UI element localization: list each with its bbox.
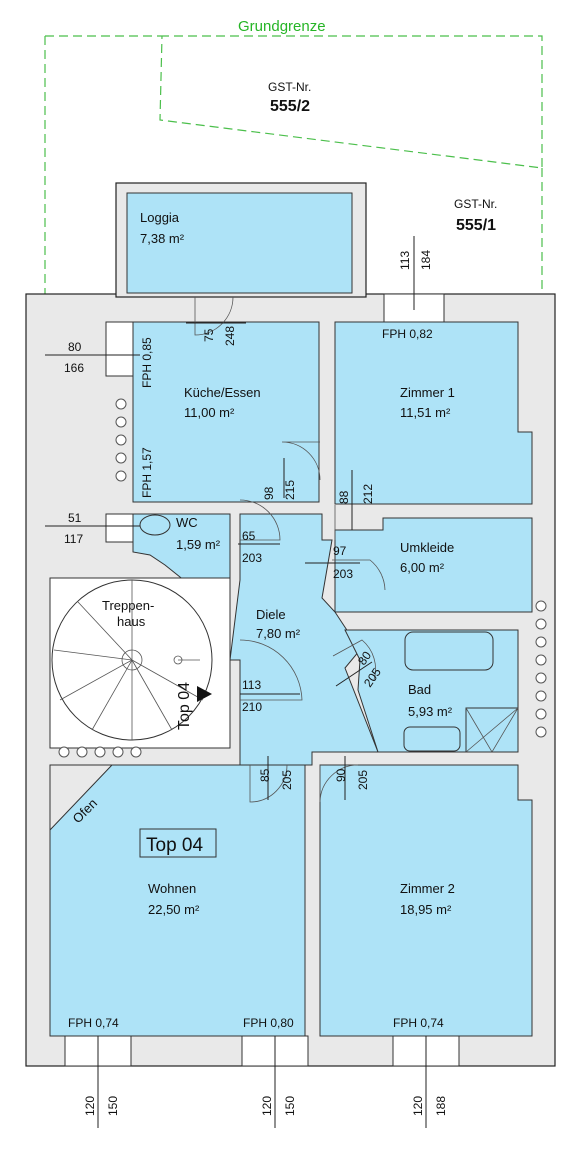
dim-wc-door-1: 65 (242, 529, 256, 543)
door-swings (194, 296, 386, 803)
parcel-prefix-2: GST-Nr. (454, 197, 497, 211)
property-boundary (44, 35, 543, 540)
sill-zimmer1: FPH 0,82 (382, 327, 433, 341)
dim-wc-door-2: 203 (242, 551, 262, 565)
dim-zimmer1-window-1: 113 (398, 251, 412, 270)
dim-wc-window-width: 51 (68, 511, 82, 525)
dim-bottom-window-2a: 120 (260, 1096, 274, 1116)
dim-loggia-door-2: 248 (223, 326, 237, 346)
wc-name: WC (176, 515, 198, 530)
room-bad (344, 629, 519, 753)
wc-area: 1,59 m² (176, 537, 221, 552)
bad-name: Bad (408, 682, 431, 697)
dim-kueche-window-height: 166 (64, 361, 84, 375)
dimension-lines (45, 236, 427, 1128)
diele-area: 7,80 m² (256, 626, 301, 641)
room-wc (132, 513, 231, 586)
sill-zimmer2: FPH 0,74 (393, 1016, 444, 1030)
zimmer2-area: 18,95 m² (400, 902, 452, 917)
dim-bottom-window-1b: 150 (106, 1096, 120, 1116)
washbasin (403, 726, 461, 752)
shower-cross (465, 707, 519, 753)
loggia-name: Loggia (140, 210, 180, 225)
dim-wohnen-door-2: 205 (280, 770, 294, 790)
chimney-column-right (535, 600, 547, 738)
unit-label: Top 04 (146, 835, 203, 856)
zimmer1-name: Zimmer 1 (400, 385, 455, 400)
room-loggia (126, 192, 353, 294)
sill-wohnen-left: FPH 0,74 (68, 1016, 119, 1030)
entry-arrow-icon (197, 686, 212, 702)
dim-bottom-window-1a: 120 (83, 1096, 97, 1116)
dim-loggia-door-1: 75 (202, 328, 216, 342)
zimmer2-name: Zimmer 2 (400, 881, 455, 896)
dim-zimmer1-window-2: 184 (419, 250, 433, 270)
room-zimmer2 (319, 764, 533, 1037)
dim-bottom-window-3b: 188 (434, 1096, 448, 1116)
room-kueche (132, 321, 320, 503)
stair-label-2: haus (117, 614, 146, 629)
stair-treads (53, 580, 204, 740)
dim-wc-window-height: 117 (64, 532, 83, 546)
loggia-area: 7,38 m² (140, 231, 185, 246)
toilet (139, 514, 171, 536)
stair-label-1: Treppen- (102, 598, 154, 613)
chimney-row-bottom (58, 746, 142, 758)
dim-umkleide-door-1: 97 (333, 544, 347, 558)
dim-entry-door-2: 210 (242, 700, 262, 714)
dim-zimmer1-door-2: 212 (361, 484, 375, 504)
chimney-column-left (115, 398, 127, 482)
room-zimmer1 (334, 321, 533, 505)
kueche-name: Küche/Essen (184, 385, 261, 400)
dim-zimmer2-door-1: 90 (334, 768, 348, 782)
zimmer1-area: 11,51 m² (400, 405, 451, 420)
dim-kueche-window-width: 80 (68, 340, 82, 354)
wohnen-name: Wohnen (148, 881, 196, 896)
unit-label-box (139, 828, 217, 858)
sill-kueche-1: FPH 0,85 (140, 337, 154, 388)
sill-kueche-2: FPH 1,57 (140, 447, 154, 498)
umkleide-name: Umkleide (400, 540, 454, 555)
umkleide-area: 6,00 m² (400, 560, 445, 575)
dim-entry-door-1: 113 (242, 678, 261, 692)
stair-unit-label: Top 04 (176, 682, 193, 730)
parcel-number-2: 555/1 (456, 217, 496, 234)
dim-kueche-door-1: 98 (262, 486, 276, 500)
dim-bottom-window-2b: 150 (283, 1096, 297, 1116)
dim-zimmer2-door-2: 205 (356, 770, 370, 790)
dim-wohnen-door-1: 85 (258, 768, 272, 782)
oven (49, 764, 114, 832)
sill-wohnen-right: FPH 0,80 (243, 1016, 294, 1030)
dim-bottom-window-3a: 120 (411, 1096, 425, 1116)
dim-umkleide-door-2: 203 (333, 567, 353, 581)
bathtub (404, 631, 494, 671)
diele-name: Diele (256, 607, 286, 622)
kueche-area: 11,00 m² (184, 405, 235, 420)
parcel-prefix-1: GST-Nr. (268, 80, 311, 94)
room-diele (229, 513, 379, 766)
wohnen-area: 22,50 m² (148, 902, 200, 917)
parcel-number-1: 555/2 (270, 98, 310, 115)
boundary-label: Grundgrenze (238, 18, 326, 35)
dim-kueche-door-2: 215 (283, 480, 297, 500)
dim-zimmer1-door-1: 88 (337, 490, 351, 504)
bad-area: 5,93 m² (408, 704, 453, 719)
